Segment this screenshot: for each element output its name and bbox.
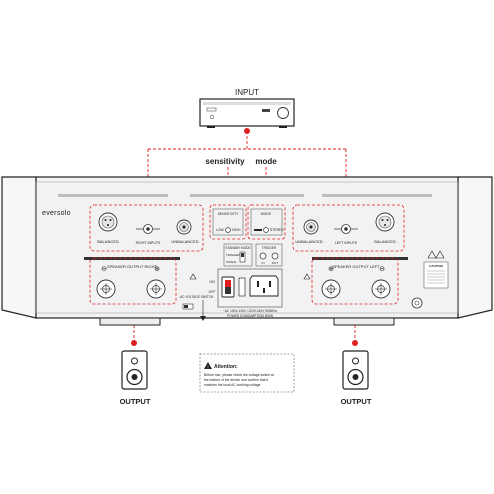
speaker-right-plus: ⊕ — [154, 266, 160, 273]
speaker-left-minus: ⊖ — [379, 266, 385, 273]
rca-jack-right — [176, 219, 192, 235]
signal-mode-label: SIGNAL — [226, 260, 237, 264]
speaker-output-left-group: SPEAKER OUTPUT LEFT ⊕ ⊖ — [311, 257, 408, 305]
speaker-right-minus: ⊖ — [101, 266, 107, 273]
trigger-label: TRIGGER — [262, 246, 277, 250]
power-spec-line1: ~AC 100V-120V / 220V-240V 50/60Hz — [223, 309, 278, 313]
speaker-right-icon — [342, 350, 369, 390]
ground-terminal — [411, 297, 423, 309]
standby-mode-label: STANDBY MODE — [225, 246, 250, 250]
speaker-left-plus: ⊕ — [328, 266, 334, 273]
speaker-left-label: SPEAKER OUTPUT LEFT — [332, 264, 380, 269]
output-left-dot — [131, 340, 137, 346]
warning-symbols — [189, 250, 445, 280]
attention-title: Attention: — [214, 364, 238, 370]
power-on-label: ON — [209, 280, 215, 284]
svg-text:!: ! — [207, 365, 208, 370]
unbalanced-left-label: UNBALANCED — [295, 239, 322, 244]
sensitivity-switch[interactable] — [225, 227, 231, 233]
left-inputs-label: LEFT INPUTS — [335, 241, 358, 245]
trim-switch-left — [334, 224, 358, 234]
mode-stereo-label: STEREO — [270, 228, 284, 232]
output-right-label: OUTPUT — [341, 397, 372, 406]
right-inputs-label: RIGHT INPUTS — [136, 241, 161, 245]
speaker-output-right-group: SPEAKER OUTPUT RIGHT ⊖ ⊕ — [84, 257, 180, 305]
voltage-switch-label: AC VOLTAGE SWITCH — [180, 295, 214, 299]
sensitivity-group: SENSITIVITY LOW HIGH — [209, 204, 247, 240]
left-inputs-group: UNBALANCED LEFT INPUTS BALANCED — [292, 204, 405, 252]
trigger-in-jack[interactable] — [259, 252, 267, 260]
sens-high-label: HIGH — [232, 228, 241, 232]
trim-switch-right — [136, 224, 160, 234]
fuse-holder — [238, 277, 246, 297]
output-left-label: OUTPUT — [120, 397, 151, 406]
input-connection-dot — [244, 128, 250, 134]
attention-line3: matches the local AC working voltage. — [204, 383, 261, 387]
xlr-jack-right — [98, 212, 118, 232]
mode-group: MODE STEREO — [247, 204, 286, 240]
mode-switch[interactable] — [263, 227, 269, 233]
trigger-mode-label: TRIGGER — [226, 253, 241, 257]
sens-low-label: LOW — [216, 228, 225, 232]
voltage-switch-group: AC VOLTAGE SWITCH — [180, 295, 214, 310]
caution-label: CAUTION — [429, 264, 443, 268]
speaker-left-icon — [121, 350, 148, 390]
standby-trigger-group: STANDBY MODE TRIGGER SIGNAL TRIGGER IN O… — [223, 243, 283, 267]
balanced-left-label: BALANCED — [374, 239, 396, 244]
input-source-device: INPUT — [199, 88, 295, 128]
trigger-out-jack[interactable] — [271, 252, 279, 260]
sensitivity-panel-label: SENSITIVITY — [218, 212, 239, 216]
power-spec-line2: POWER CONSUMPTION 500W — [227, 314, 273, 318]
warning-icon — [204, 362, 212, 369]
right-inputs-group: BALANCED RIGHT INPUTS UNBALANCED — [89, 204, 204, 252]
caution-label-plate: CAUTION — [423, 261, 449, 289]
speaker-right-label: SPEAKER OUTPUT RIGHT — [107, 264, 157, 269]
sensitivity-label: sensitivity — [205, 157, 245, 166]
attention-line2: the bottom of the device and confirm tha… — [204, 378, 268, 382]
mode-panel-label: MODE — [261, 212, 272, 216]
attention-note: ! Attention: Before use, please check th… — [199, 353, 295, 393]
input-label: INPUT — [235, 88, 259, 97]
brand-logo: eversolo — [42, 210, 71, 217]
unbalanced-right-label: UNBALANCED — [171, 239, 198, 244]
attention-line1: Before use, please check the voltage swi… — [204, 373, 274, 377]
trigger-out-label: OUT — [272, 261, 279, 265]
mode-label: mode — [255, 157, 277, 166]
xlr-jack-left — [375, 212, 395, 232]
balanced-right-label: BALANCED — [97, 239, 119, 244]
output-right-dot — [352, 340, 358, 346]
power-section: ON OFF ~AC 100V-120V / 220V-240V 50/60Hz… — [209, 268, 283, 318]
trigger-in-label: IN — [262, 261, 265, 265]
rca-jack-left — [303, 219, 319, 235]
power-off-label: OFF — [209, 290, 216, 294]
